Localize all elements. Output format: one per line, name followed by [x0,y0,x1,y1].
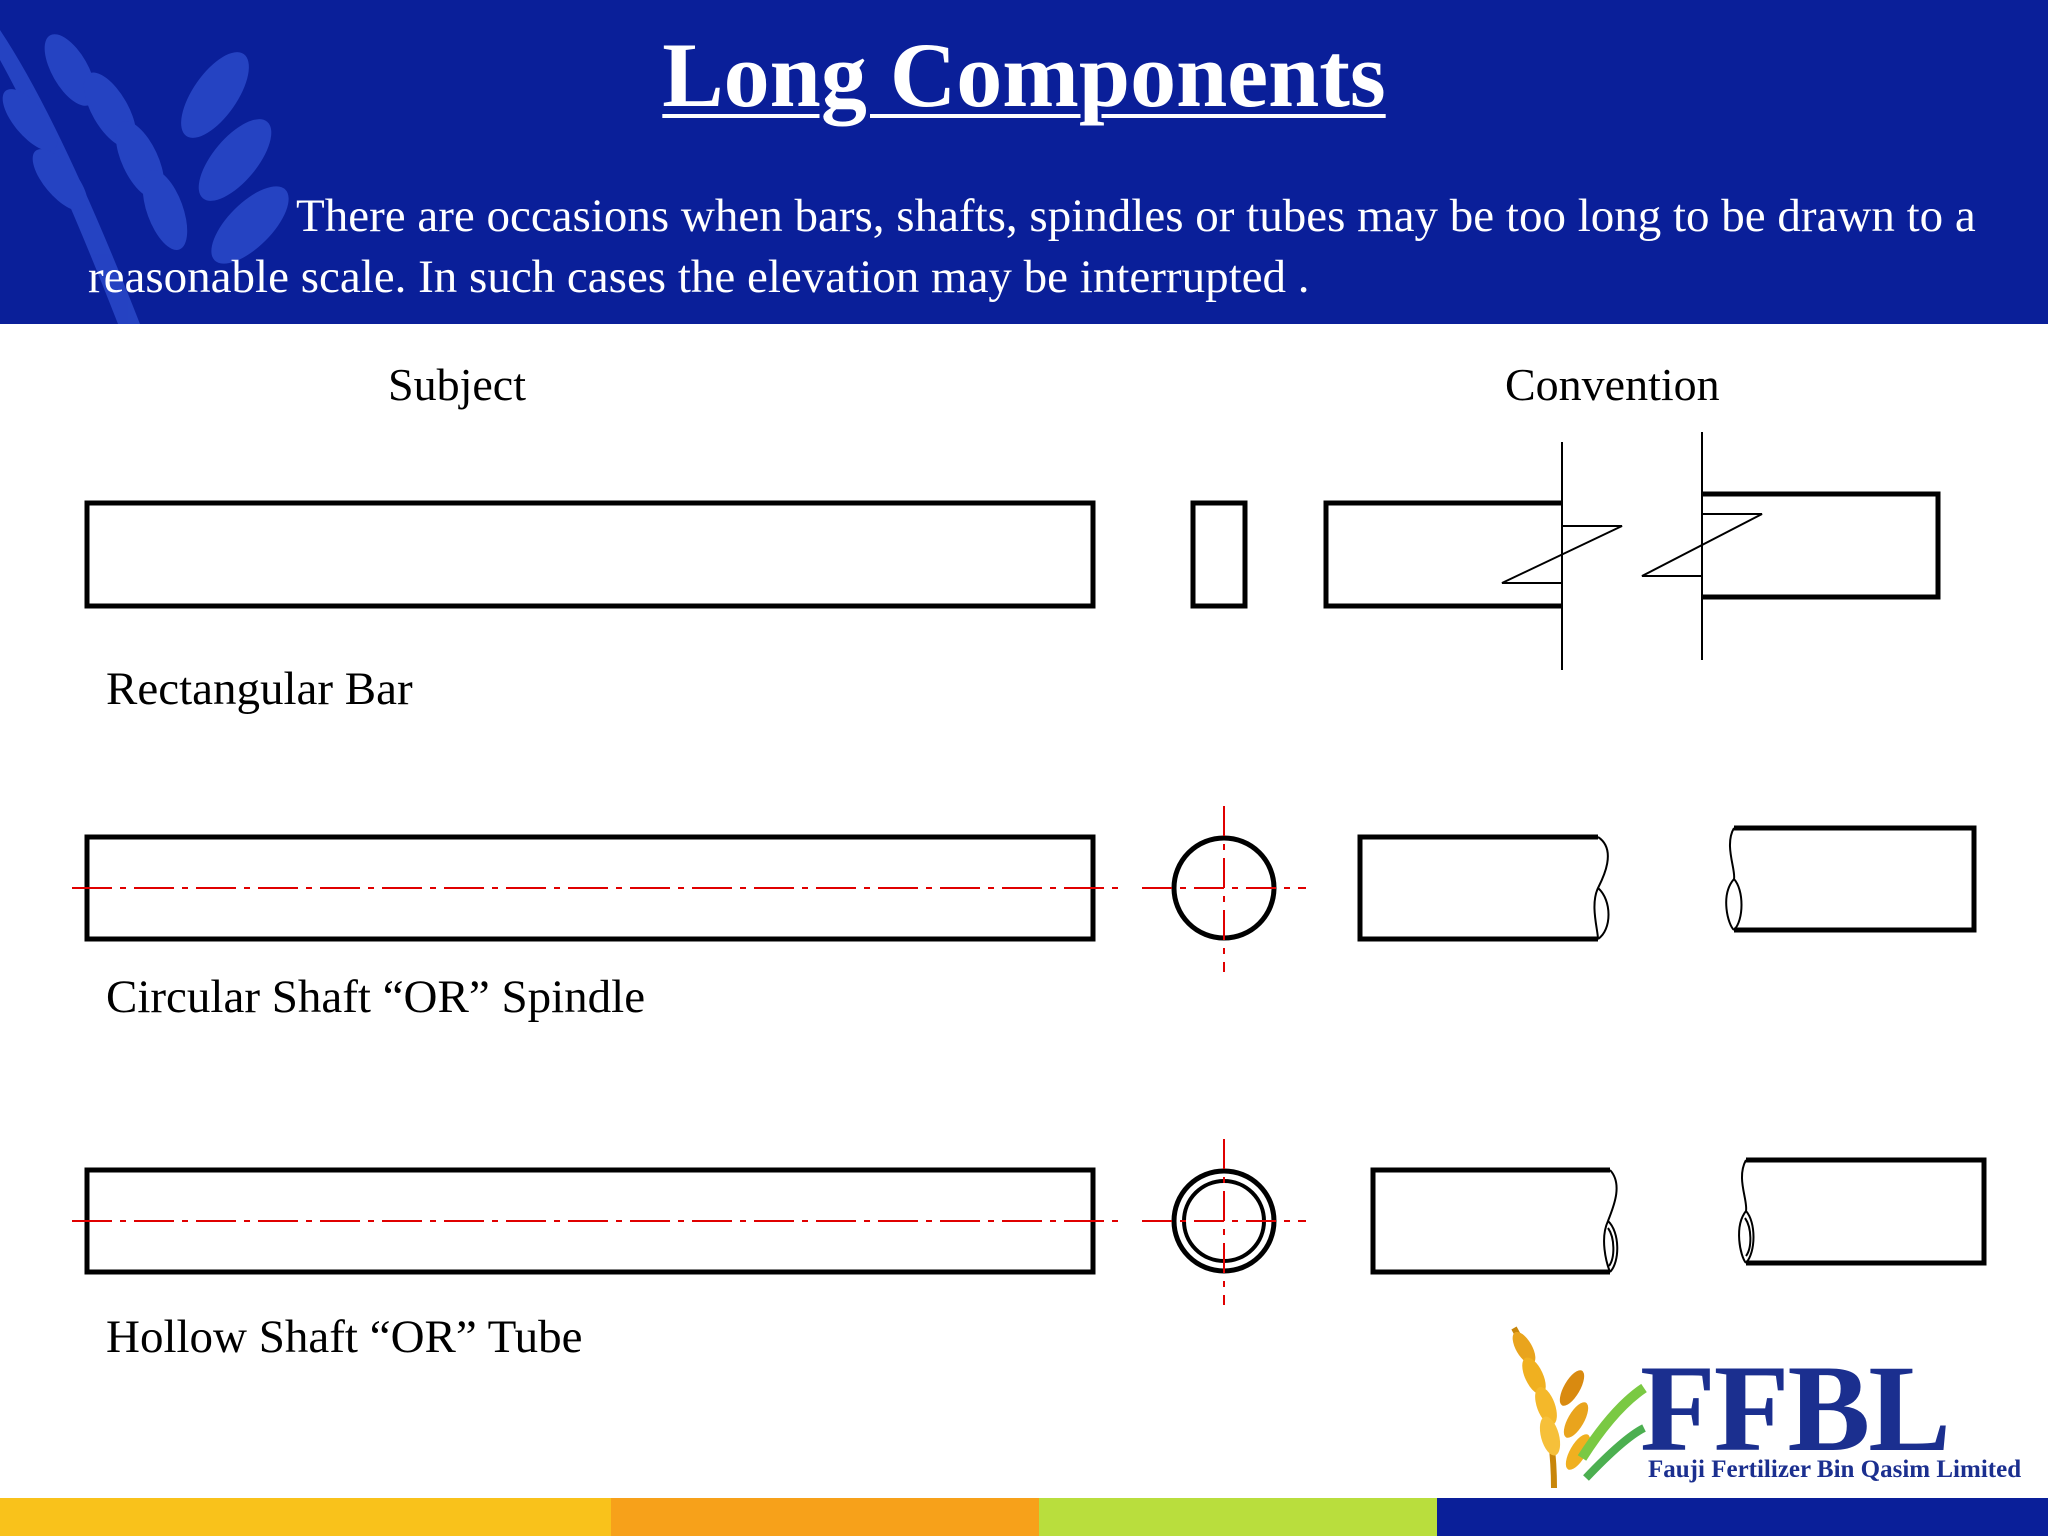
hollow-shaft-end-view [1142,1139,1306,1305]
ffbl-logo-icon [1511,1326,1647,1489]
circular-shaft-convention [1357,825,1977,942]
footer-segment-blue [1437,1498,2048,1536]
logo-wordmark: FFBL [1640,1340,1951,1477]
footer-segment-yellow [0,1498,611,1536]
intro-paragraph: There are occasions when bars, shafts, s… [88,190,1976,303]
slide-title: Long Components [662,24,1386,126]
hollow-shaft-convention [1370,1157,1987,1275]
row-label-hollow-shaft: Hollow Shaft “OR” Tube [106,1311,583,1363]
row-label-rectangular-bar: Rectangular Bar [106,663,413,715]
subject-heading: Subject [388,359,526,410]
rectangular-bar-subject [84,500,1096,609]
footer-color-bar [0,1498,2048,1536]
rectangular-bar-convention [1323,432,1941,670]
footer-segment-orange [611,1498,1039,1536]
logo-subtitle: Fauji Fertilizer Bin Qasim Limited [1648,1456,2022,1483]
row-label-circular-shaft: Circular Shaft “OR” Spindle [106,971,646,1023]
wheat-watermark-icon [0,30,289,324]
footer-segment-green [1039,1498,1437,1536]
header-banner: Long Components There are occasions when… [0,0,2048,324]
circular-shaft-end-view [1142,806,1306,972]
rectangular-bar-end-view [1190,500,1248,609]
convention-heading: Convention [1505,359,1720,410]
circular-shaft-subject [72,834,1122,942]
hollow-shaft-subject [72,1167,1122,1275]
